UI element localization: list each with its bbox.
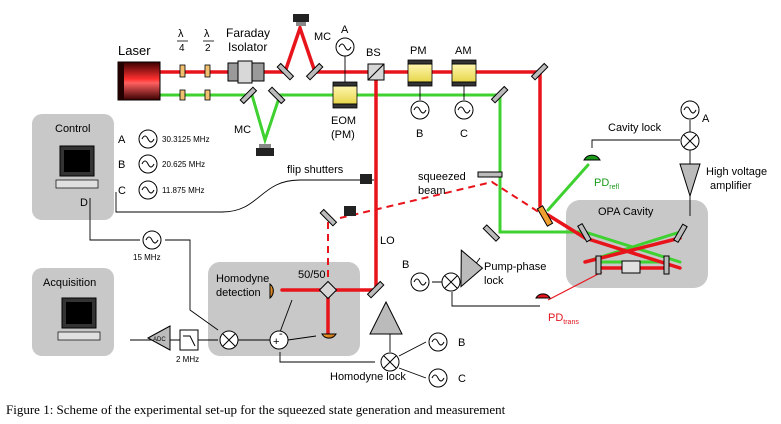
green-beam-path	[148, 93, 682, 264]
squeezed-label-1: squeezed	[418, 171, 466, 183]
half-wave-label: λ	[204, 28, 210, 40]
am-label: AM	[455, 45, 472, 57]
lowpass-label: 2 MHz	[176, 355, 199, 364]
homodyne-lock-label: Homodyne lock	[330, 371, 406, 383]
photodetector-icon	[269, 154, 601, 339]
svg-text:ADC: ADC	[153, 337, 166, 343]
eom-label-1: EOM	[331, 115, 356, 127]
acquisition-title: Acquisition	[43, 277, 96, 289]
pd-refl-label: PDrefl	[594, 177, 619, 191]
lowpass-filter-icon	[179, 329, 199, 351]
osc-c-hd-label: C	[458, 373, 466, 385]
beam-splitter-icon	[367, 63, 385, 81]
mc-bottom-block	[256, 148, 274, 156]
pump-phase-label-2: lock	[484, 275, 504, 287]
osc-a-right-label: A	[702, 113, 710, 125]
modulator-icon	[332, 59, 477, 109]
cavity-mirrors	[577, 223, 688, 275]
squeezed-beam-path	[327, 180, 549, 290]
quarter-wave-label: λ	[178, 28, 184, 40]
bs-5050-label: 50/50	[298, 269, 326, 281]
mc-bottom-label: MC	[234, 124, 251, 136]
control-title: Control	[55, 123, 90, 135]
faraday-label-2: Isolator	[228, 40, 267, 54]
bs-label: BS	[366, 47, 381, 59]
homodyne-title-1: Homodyne	[216, 273, 269, 285]
input-coupler	[536, 205, 554, 227]
svg-text:-: -	[279, 328, 283, 340]
hv-amp-label-2: amplifier	[710, 180, 752, 192]
freq-b-label: 20.625 MHz	[162, 160, 205, 169]
faraday-isolator-icon	[227, 60, 265, 84]
trans-beam	[547, 271, 603, 301]
squeezed-label-2: beam	[418, 185, 446, 197]
mc-top-label: MC	[314, 31, 331, 43]
computer-icon	[55, 145, 99, 189]
ctrl-c-label: C	[118, 185, 126, 197]
flip-shutters-label: flip shutters	[287, 164, 344, 176]
mc-top-block	[293, 14, 309, 22]
cavity-lock-label: Cavity lock	[608, 122, 662, 134]
osc-b-pump-label: B	[402, 259, 409, 271]
opa-cavity-title: OPA Cavity	[598, 206, 654, 218]
ctrl-d-label: D	[80, 197, 88, 209]
svg-text:+: +	[273, 336, 279, 348]
lo-label: LO	[380, 235, 395, 247]
freq-a-label: 30.3125 MHz	[162, 135, 210, 144]
faraday-label-1: Faraday	[226, 26, 270, 40]
quarter-wave-denominator: 4	[179, 43, 185, 54]
waveplate-icon	[179, 64, 211, 101]
homodyne-bs	[318, 280, 338, 300]
figure-caption: Figure 1: Scheme of the experimental set…	[6, 402, 506, 417]
hv-amp-label-1: High voltage	[706, 166, 767, 178]
pm-label: PM	[410, 45, 427, 57]
ctrl-a-label: A	[118, 134, 126, 146]
pd-trans-label: PDtrans	[548, 312, 579, 326]
homodyne-panel	[208, 262, 360, 356]
shutter-icon	[344, 174, 372, 216]
subtractor-icon: + -	[269, 328, 289, 350]
freq-d-label: 15 MHz	[133, 253, 161, 262]
pump-phase-label-1: Pump-phase	[484, 261, 546, 273]
freq-c-label: 11.875 MHz	[162, 186, 205, 195]
eom-label-2: (PM)	[331, 129, 355, 141]
osc-a-top-label: A	[341, 24, 349, 36]
adc-icon: ADC	[153, 337, 166, 343]
half-wave-denominator: 2	[205, 43, 211, 54]
ctrl-b-label: B	[118, 159, 125, 171]
mirror-icon	[239, 62, 549, 299]
osc-b-hd-label: B	[458, 337, 465, 349]
osc-b-mid-label: B	[416, 128, 423, 140]
osc-c-mid-label: C	[460, 128, 468, 140]
laser-label: Laser	[118, 43, 151, 58]
computer-icon	[57, 297, 101, 341]
amplifier-icon	[146, 163, 701, 351]
laser-icon	[117, 61, 161, 101]
homodyne-title-2: detection	[216, 287, 261, 299]
